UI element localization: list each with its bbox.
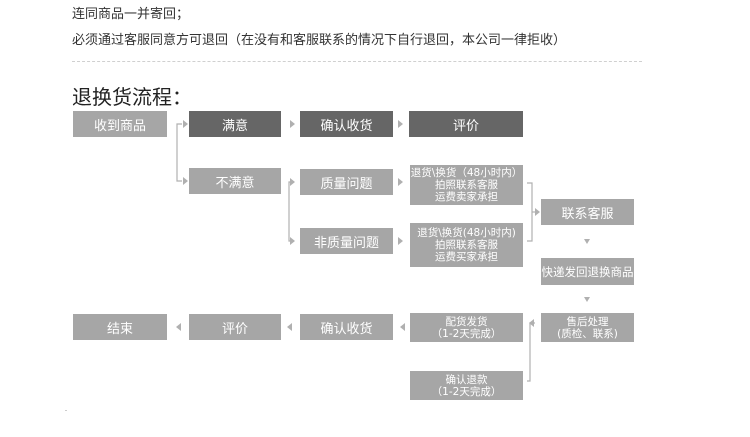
intro-line-1: 连同商品一并寄回； bbox=[72, 7, 190, 22]
branch-bracket-2 bbox=[288, 181, 294, 242]
ship-goods-box: 配货发货 （1-2天完成） bbox=[410, 313, 523, 342]
ship-goods-line-1: 配货发货 bbox=[445, 315, 488, 328]
confirm-refund-line-2: （1-2天完成） bbox=[431, 385, 502, 398]
non-quality-policy-line-1: 退货\换货(48小时内) bbox=[417, 227, 516, 239]
arrow-right-6 bbox=[290, 237, 295, 245]
quality-policy-line-3: 运费卖家承担 bbox=[435, 191, 498, 203]
confirm-refund-line-1: 确认退款 bbox=[445, 373, 488, 386]
receive-goods-box: 收到商品 bbox=[73, 111, 167, 137]
stray-dot bbox=[65, 410, 67, 411]
dashed-divider bbox=[72, 61, 642, 62]
non-quality-policy-box: 退货\换货(48小时内) 拍照联系客服 运费买家承担 bbox=[410, 223, 523, 267]
unsatisfied-label: 不满意 bbox=[215, 175, 255, 191]
confirm-refund-box: 确认退款 （1-2天完成） bbox=[410, 371, 523, 400]
review-bottom-label: 评价 bbox=[221, 321, 248, 337]
review-top-label: 评价 bbox=[452, 118, 479, 134]
arrow-down-2 bbox=[584, 297, 590, 302]
ship-goods-line-2: （1-2天完成） bbox=[431, 327, 502, 340]
contact-service-label: 联系客服 bbox=[561, 206, 614, 222]
arrow-right-7 bbox=[398, 178, 403, 186]
arrow-left-2 bbox=[400, 323, 405, 331]
satisfied-box: 满意 bbox=[189, 111, 281, 137]
express-return-label: 快递发回退换商品 bbox=[541, 264, 634, 279]
section-heading: 退换货流程： bbox=[72, 85, 192, 109]
arrow-right-2 bbox=[290, 120, 295, 128]
confirm-receipt-top-label: 确认收货 bbox=[320, 118, 373, 134]
arrow-right-1 bbox=[183, 120, 188, 128]
arrow-right-4 bbox=[183, 177, 188, 185]
after-sales-line-2: (质检、联系) bbox=[557, 327, 618, 340]
non-quality-policy-line-2: 拍照联系客服 bbox=[435, 239, 498, 251]
end-label: 结束 bbox=[106, 321, 133, 337]
non-quality-policy-line-3: 运费买家承担 bbox=[435, 251, 498, 263]
unsatisfied-box: 不满意 bbox=[189, 168, 281, 194]
non-quality-issue-box: 非质量问题 bbox=[300, 228, 393, 254]
arrow-left-3 bbox=[287, 323, 292, 331]
satisfied-label: 满意 bbox=[221, 118, 248, 134]
express-return-box: 快递发回退换商品 bbox=[541, 258, 634, 285]
receive-goods-label: 收到商品 bbox=[93, 118, 146, 134]
arrow-right-3 bbox=[398, 120, 403, 128]
quality-issue-label: 质量问题 bbox=[320, 176, 373, 192]
after-sales-box: 售后处理 (质检、联系) bbox=[541, 313, 634, 342]
arrow-right-5 bbox=[290, 178, 295, 186]
merge-bracket-service bbox=[527, 182, 533, 242]
non-quality-issue-label: 非质量问题 bbox=[313, 235, 379, 251]
quality-policy-line-1: 退货\换货（48小时内） bbox=[410, 167, 523, 179]
after-sales-line-1: 售后处理 bbox=[566, 315, 609, 328]
branch-bracket-1 bbox=[176, 123, 182, 182]
review-bottom-box: 评价 bbox=[189, 314, 281, 340]
confirm-receipt-top-box: 确认收货 bbox=[300, 111, 393, 137]
arrow-right-8 bbox=[398, 237, 403, 245]
quality-policy-line-2: 拍照联系客服 bbox=[435, 179, 498, 191]
review-top-box: 评价 bbox=[409, 111, 523, 137]
quality-policy-box: 退货\换货（48小时内） 拍照联系客服 运费卖家承担 bbox=[410, 165, 523, 205]
contact-service-box: 联系客服 bbox=[541, 199, 634, 225]
confirm-receipt-bottom-label: 确认收货 bbox=[320, 321, 373, 337]
end-box: 结束 bbox=[73, 314, 167, 340]
branch-bracket-3 bbox=[527, 322, 535, 382]
arrow-left-4 bbox=[176, 323, 181, 331]
intro-line-2: 必须通过客服同意方可退回（在没有和客服联系的情况下自行退回，本公司一律拒收） bbox=[72, 33, 567, 48]
arrow-right-9 bbox=[535, 208, 540, 216]
arrow-down-1 bbox=[584, 239, 590, 244]
quality-issue-box: 质量问题 bbox=[300, 169, 393, 195]
arrow-left-1 bbox=[529, 319, 534, 327]
confirm-receipt-bottom-box: 确认收货 bbox=[300, 314, 393, 340]
